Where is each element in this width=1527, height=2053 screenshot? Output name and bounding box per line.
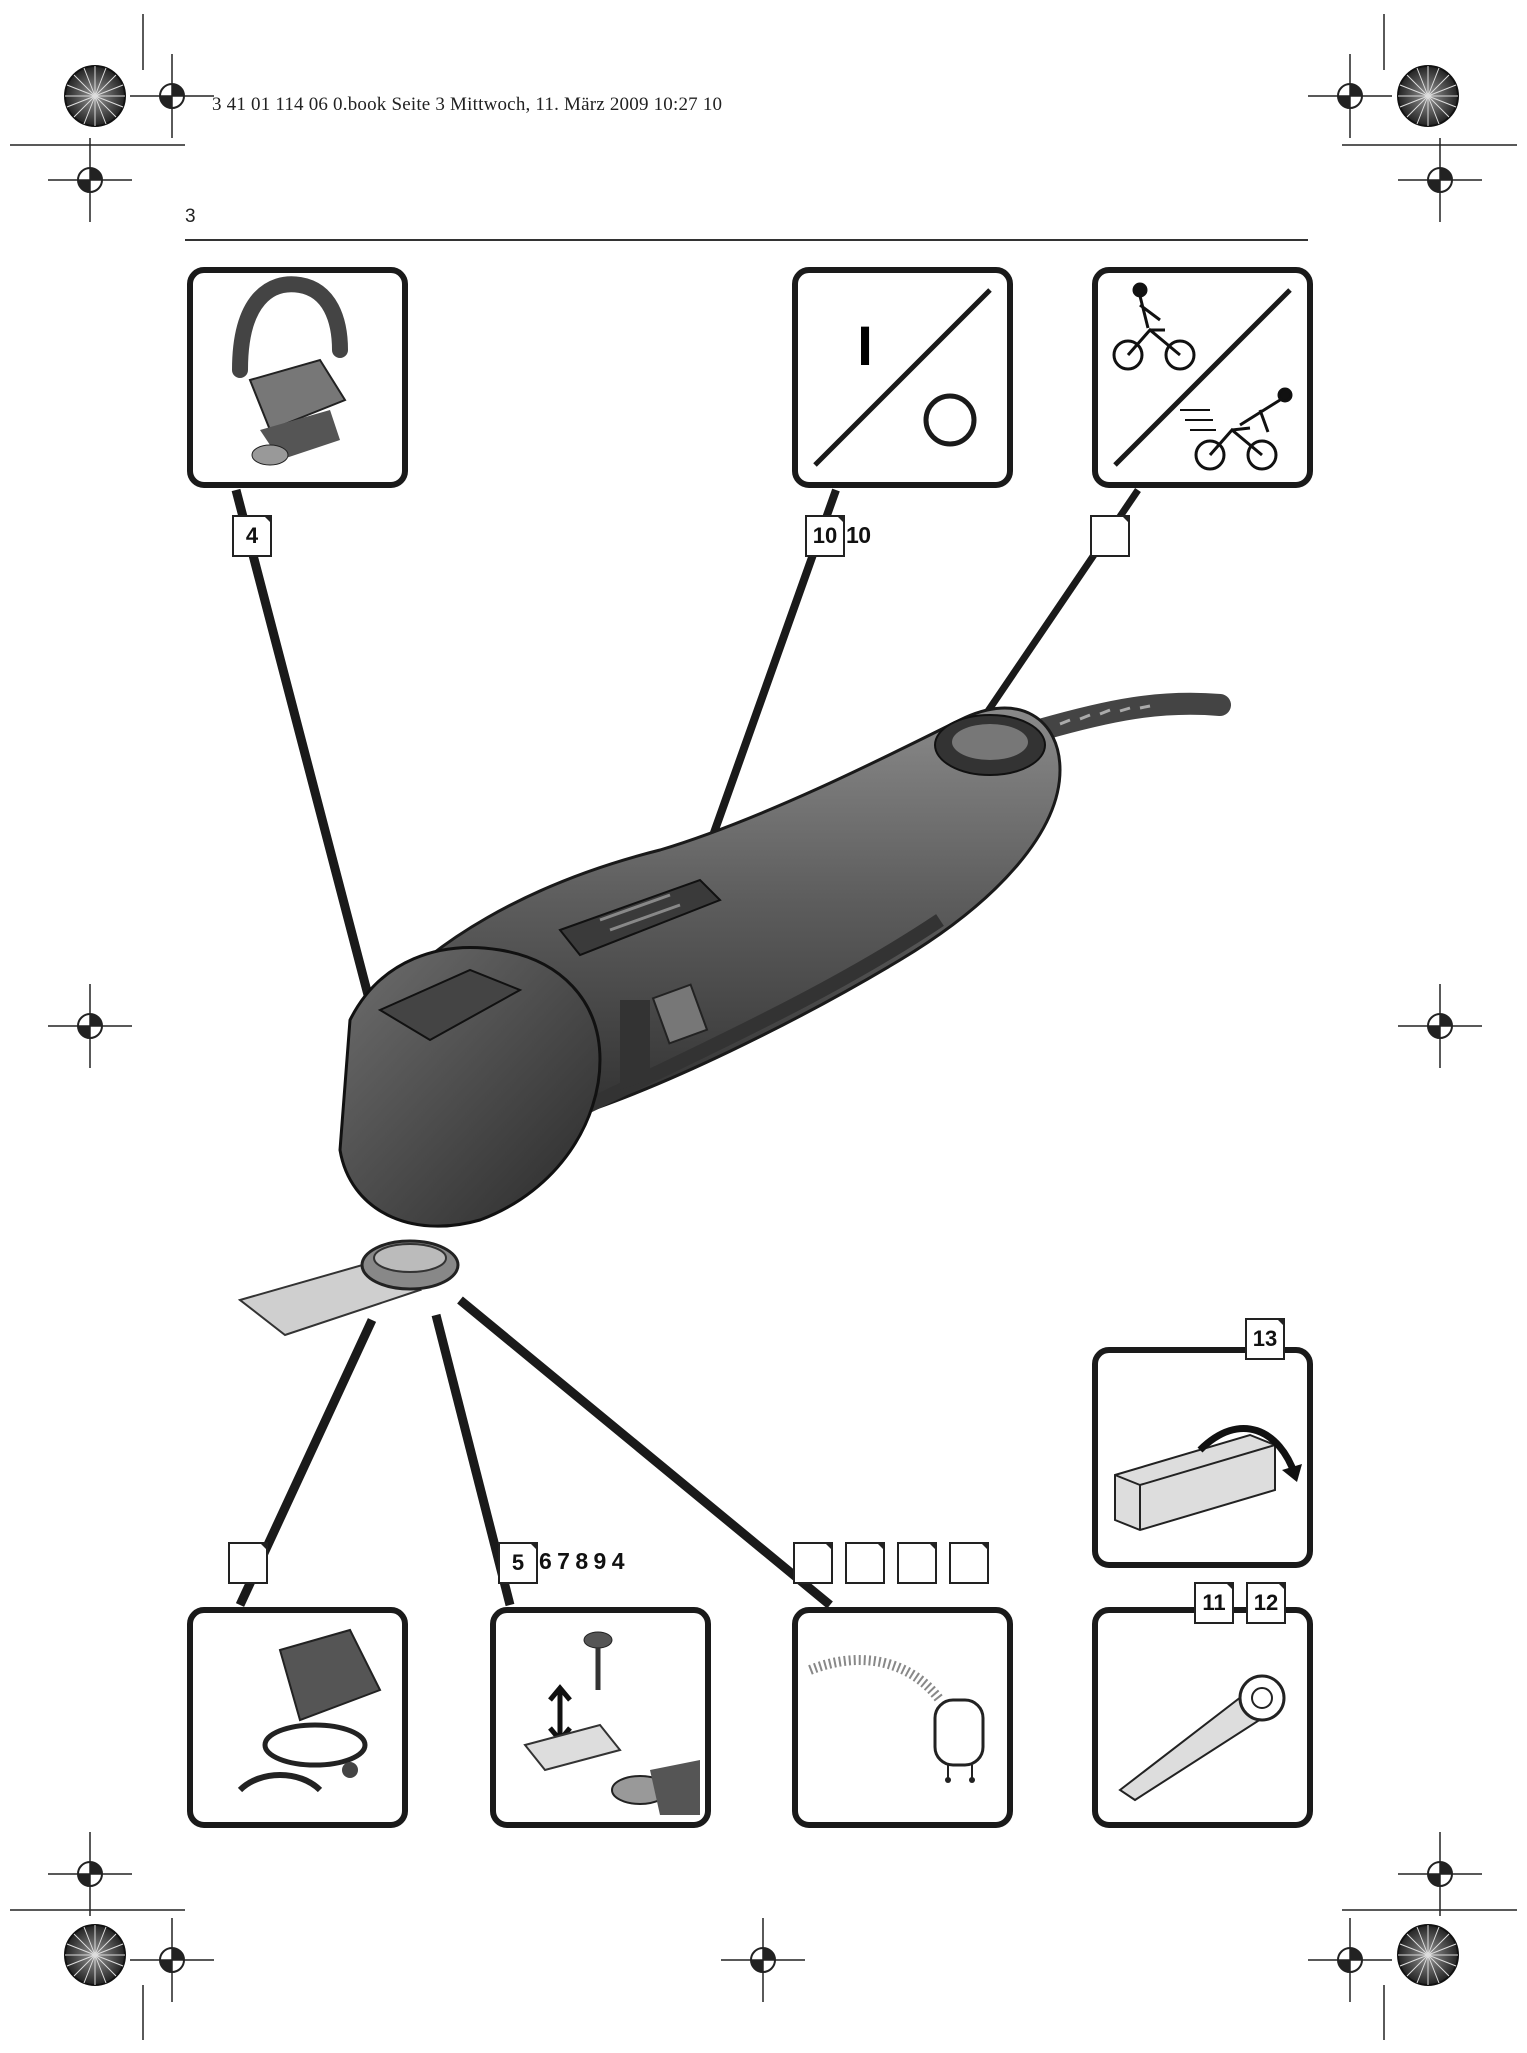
multitool-illustration [237, 692, 1231, 1337]
ref-tool-change-extra: 6 7 8 9 4 [539, 1548, 625, 1574]
ref-extraction-3 [897, 1542, 937, 1584]
ref-switch-extra: 10 [846, 522, 871, 548]
panel-storage-case [1092, 1347, 1313, 1568]
on-symbol: I [857, 314, 873, 377]
ref-tool-change: 5 [498, 1542, 538, 1584]
page-number: 3 [185, 206, 196, 227]
panel-dust-extraction [792, 1607, 1013, 1828]
slow-bicycle-icon [1112, 282, 1196, 371]
panel-depth-stop [187, 1607, 408, 1828]
ref-depth-stop [228, 1542, 268, 1584]
header-rule [185, 239, 1308, 241]
off-symbol-icon [923, 393, 977, 447]
panel-speed-selection [1092, 267, 1313, 488]
ref-accessory-2: 12 [1246, 1582, 1286, 1624]
ref-extraction-2 [845, 1542, 885, 1584]
ref-extraction-1 [793, 1542, 833, 1584]
print-info-header: 3 41 01 114 06 0.book Seite 3 Mittwoch, … [212, 94, 723, 115]
ref-speed [1090, 515, 1130, 557]
panel-on-off-switch: I [792, 267, 1013, 488]
ref-switch: 10 [805, 515, 845, 557]
ref-accessory-1: 11 [1194, 1582, 1234, 1624]
panel-tool-change [490, 1607, 711, 1828]
ref-extraction-4 [949, 1542, 989, 1584]
ref-storage: 13 [1245, 1318, 1285, 1360]
registration-marks [10, 14, 1517, 2040]
panel-handle [187, 267, 408, 488]
ref-handle: 4 [232, 515, 272, 557]
fast-bicycle-icon [1180, 387, 1293, 471]
panel-accessories [1092, 1607, 1313, 1828]
